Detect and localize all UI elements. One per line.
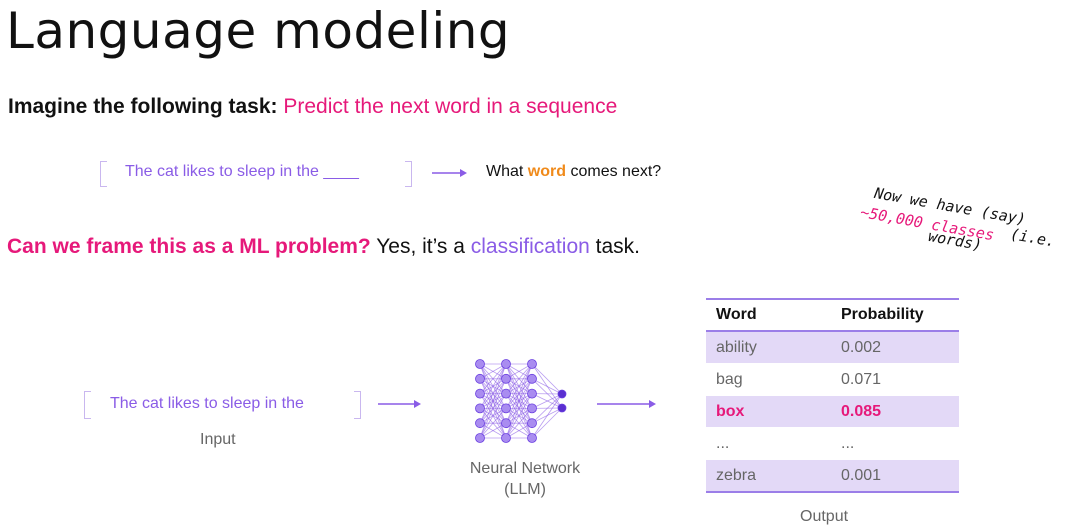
nn-node (527, 418, 537, 429)
nn-node (527, 359, 537, 369)
nn-edge (531, 393, 563, 409)
ml-answer-word: classification (470, 235, 590, 258)
nn-label-line-2: (LLM) (504, 481, 546, 498)
question-post: comes next? (570, 163, 662, 180)
row-prob: ... (831, 427, 959, 460)
left-bracket (100, 161, 107, 187)
nn-edge (531, 407, 563, 439)
row-word: bag (706, 363, 831, 396)
nn-edge (479, 422, 507, 439)
nn-edge (479, 363, 507, 409)
nn-edge (479, 393, 507, 439)
row-prob: 0.071 (831, 363, 959, 396)
nn-node (475, 403, 485, 414)
nn-node (527, 388, 537, 399)
nn-edge (479, 363, 507, 380)
row-word: ability (706, 331, 831, 364)
table-row: ability 0.002 (706, 331, 959, 364)
task-statement: Imagine the following task: Predict the … (8, 95, 617, 119)
input-label: Input (200, 431, 236, 448)
ml-answer-post: task. (595, 235, 641, 258)
neural-network-icon (475, 359, 567, 443)
nn-node (475, 388, 485, 399)
input-sequence: The cat likes to sleep in the (84, 391, 364, 419)
input-to-nn-arrow-icon (378, 400, 421, 408)
table-row-highlighted: box 0.085 (706, 395, 959, 428)
nn-edge (505, 393, 533, 439)
table-header-row: Word Probability (706, 298, 959, 332)
row-prob: 0.002 (831, 331, 959, 364)
nn-node (475, 433, 485, 443)
input-text: The cat likes to sleep in the (110, 395, 304, 412)
row-word: zebra (706, 459, 831, 493)
ml-question-line: Can we frame this as a ML problem? Yes, … (7, 235, 640, 259)
example-question: What word comes next? (486, 163, 661, 181)
nn-edge (479, 363, 507, 394)
nn-node (475, 359, 485, 369)
nn-node (557, 403, 567, 413)
nn-node (557, 389, 567, 399)
nn-node (475, 418, 485, 429)
table-row: ... ... (706, 427, 959, 460)
nn-edge (505, 363, 533, 409)
table-row: zebra 0.001 (706, 459, 959, 493)
nn-edge (505, 363, 533, 424)
nn-edge (531, 363, 563, 395)
handwritten-note: Now we have (say) ~50,000 classes (i.e. … (859, 182, 1080, 302)
nn-node (527, 373, 537, 384)
question-pre: What (486, 163, 524, 180)
nn-edge (505, 422, 533, 439)
input-right-bracket (354, 391, 361, 419)
nn-edge (505, 363, 533, 439)
output-label: Output (800, 508, 849, 525)
example-row: The cat likes to sleep in the ____ What … (100, 161, 700, 187)
nn-edge (505, 378, 533, 439)
row-word: box (706, 395, 831, 428)
header-probability: Probability (831, 298, 959, 332)
nn-label: Neural Network (LLM) (440, 458, 610, 500)
ml-question: Can we frame this as a ML problem? (7, 235, 371, 258)
nn-node (501, 388, 511, 399)
row-prob: 0.001 (831, 459, 959, 493)
right-bracket (405, 161, 412, 187)
nn-edge (479, 378, 507, 439)
nn-edge (505, 363, 533, 394)
nn-edge (479, 408, 507, 439)
slide-title: Language modeling (6, 2, 511, 60)
row-prob: 0.085 (831, 395, 959, 428)
probability-table: Word Probability ability 0.002 bag 0.071… (706, 298, 959, 493)
nn-node (527, 433, 537, 443)
nn-edge (479, 363, 507, 424)
task-lead: Imagine the following task: (8, 95, 278, 118)
nn-node (501, 433, 511, 443)
nn-node (501, 403, 511, 414)
note-line-3: (i.e. (1008, 225, 1057, 251)
row-word: ... (706, 427, 831, 460)
nn-node (501, 359, 511, 369)
nn-label-line-1: Neural Network (469, 460, 581, 477)
header-word: Word (706, 298, 831, 332)
nn-edge (531, 393, 563, 424)
nn-edge (479, 363, 507, 439)
nn-node (527, 403, 537, 414)
ml-answer-pre: Yes, it’s a (376, 235, 465, 258)
nn-edge (531, 378, 563, 395)
nn-node (501, 373, 511, 384)
nn-edge (531, 393, 563, 439)
table-row: bag 0.071 (706, 363, 959, 396)
question-word: word (527, 163, 567, 180)
arrow-icon (432, 169, 467, 177)
example-sentence: The cat likes to sleep in the ____ (125, 163, 359, 180)
nn-to-output-arrow-icon (597, 400, 656, 408)
nn-edge (505, 363, 533, 380)
task-highlight: Predict the next word in a sequence (283, 95, 618, 118)
nn-node (475, 373, 485, 384)
input-left-bracket (84, 391, 91, 419)
nn-edge (505, 408, 533, 439)
nn-node (501, 418, 511, 429)
